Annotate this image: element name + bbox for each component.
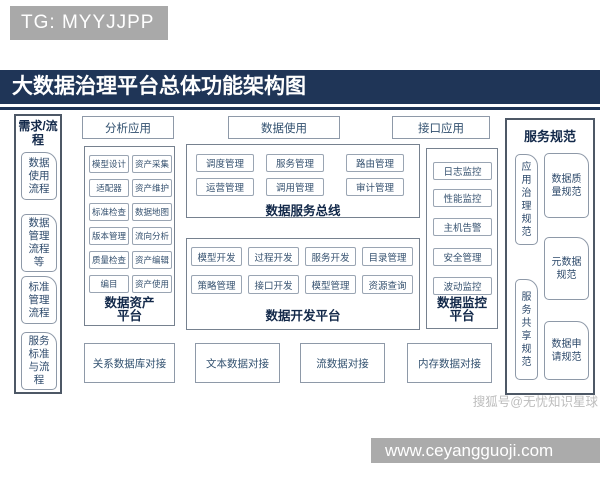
spec-item: 数据质量规范	[544, 153, 589, 218]
dev-platform-item: 模型开发	[191, 247, 242, 266]
asset-platform-item: 资产使用	[132, 275, 172, 293]
dev-platform-item: 接口开发	[248, 275, 299, 294]
service-bus-item: 服务管理	[266, 154, 324, 172]
requirement-item: 标准管理流程	[21, 276, 57, 324]
asset-platform-item: 适配器	[89, 179, 129, 197]
dev-platform-item: 策略管理	[191, 275, 242, 294]
dev-platform-item: 服务开发	[305, 247, 356, 266]
spec-item-vertical: 应用治理规范	[515, 154, 538, 245]
service-spec-header: 服务规范	[523, 129, 576, 144]
connector-box: 关系数据库对接	[84, 343, 175, 383]
requirements-column: 需求/流程 数据使用流程 数据管理流程等 标准管理流程 服务标准与流程	[14, 114, 62, 394]
service-bus: 调度管理 服务管理 路由管理 运营管理 调用管理 审计管理 数据服务总线	[186, 144, 420, 218]
monitor-platform-item: 日志监控	[433, 162, 492, 180]
monitor-platform: 日志监控 性能监控 主机告警 安全管理 波动监控 数据监控平台	[426, 148, 498, 329]
monitor-platform-label: 数据监控平台	[436, 296, 487, 323]
spec-item: 数据申请规范	[544, 321, 589, 380]
asset-platform-item: 标准检查	[89, 203, 129, 221]
asset-platform-item: 版本管理	[89, 227, 129, 245]
asset-platform-item: 资产编辑	[132, 251, 172, 269]
tg-badge: TG: MYYJJPP	[10, 6, 168, 40]
monitor-platform-item: 安全管理	[433, 248, 492, 266]
service-spec: 服务规范 应用治理规范 服务共享规范 数据质量规范 元数据规范 数据申请规范	[505, 118, 595, 395]
asset-platform: 模型设计 适配器 标准检查 版本管理 质量检查 编目 资产采集 资产维护 数据地…	[84, 146, 175, 326]
app-box-data-use: 数据使用	[228, 116, 340, 139]
requirement-item: 数据使用流程	[21, 152, 57, 200]
service-bus-label: 数据服务总线	[265, 204, 341, 218]
spec-item-vertical: 服务共享规范	[515, 279, 538, 380]
dev-platform-label: 数据开发平台	[265, 309, 341, 323]
dev-platform-item: 模型管理	[305, 275, 356, 294]
requirement-item: 服务标准与流程	[21, 332, 57, 390]
footer-url-bar: www.ceyangguoji.com	[371, 438, 600, 463]
spec-item: 元数据规范	[544, 237, 589, 300]
page-title: 大数据治理平台总体功能架构图	[0, 70, 600, 104]
connector-box: 文本数据对接	[195, 343, 280, 383]
asset-platform-label: 数据资产平台	[104, 296, 155, 323]
asset-platform-item: 资产采集	[132, 155, 172, 173]
requirement-item: 数据管理流程等	[21, 214, 57, 272]
connector-box: 流数据对接	[300, 343, 385, 383]
requirements-header: 需求/流程	[18, 119, 58, 147]
asset-platform-item: 数据地图	[132, 203, 172, 221]
app-box-analysis: 分析应用	[82, 116, 174, 139]
title-underline	[0, 107, 600, 110]
dev-platform-item: 资源查询	[362, 275, 413, 294]
monitor-platform-item: 性能监控	[433, 189, 492, 207]
dev-platform: 模型开发 过程开发 服务开发 目录管理 策略管理 接口开发 模型管理 资源查询 …	[186, 238, 420, 330]
service-bus-item: 路由管理	[346, 154, 404, 172]
watermark-text: 搜狐号@无忧知识星球	[472, 395, 598, 409]
monitor-platform-item: 主机告警	[433, 218, 492, 236]
monitor-platform-item: 波动监控	[433, 277, 492, 295]
service-bus-item: 运营管理	[196, 178, 254, 196]
service-bus-item: 审计管理	[346, 178, 404, 196]
dev-platform-item: 过程开发	[248, 247, 299, 266]
asset-platform-item: 流向分析	[132, 227, 172, 245]
service-bus-item: 调度管理	[196, 154, 254, 172]
asset-platform-item: 资产维护	[132, 179, 172, 197]
service-bus-item: 调用管理	[266, 178, 324, 196]
asset-platform-item: 模型设计	[89, 155, 129, 173]
connector-box: 内存数据对接	[407, 343, 492, 383]
app-box-interface: 接口应用	[392, 116, 490, 139]
dev-platform-item: 目录管理	[362, 247, 413, 266]
asset-platform-item: 编目	[89, 275, 129, 293]
asset-platform-item: 质量检查	[89, 251, 129, 269]
